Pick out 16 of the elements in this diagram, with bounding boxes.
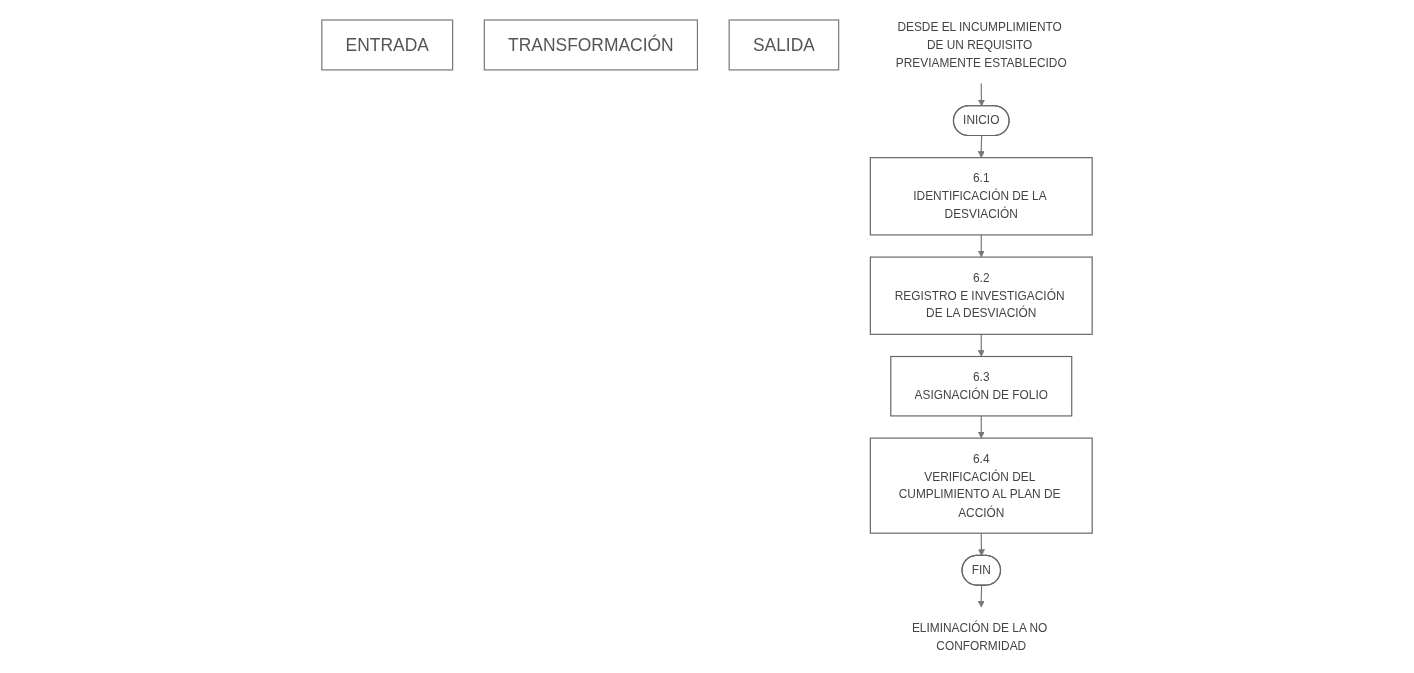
arrow [977, 83, 985, 107]
node-box: 6.1 IDENTIFICACIÓN DE LA DESVIACIÓN [869, 157, 1093, 236]
arrow [977, 584, 985, 608]
node-box: SALIDA [728, 19, 840, 71]
node-box: ENTRADA [321, 19, 454, 71]
arrow [977, 333, 985, 357]
arrow [977, 415, 985, 439]
arrow [977, 234, 985, 258]
arrow [977, 532, 985, 557]
node-text: ELIMINACIÓN DE LA NO CONFORMIDAD [911, 620, 1048, 653]
node-box: TRANSFORMACIÓN [483, 19, 699, 71]
node-box: 6.4 VERIFICACIÓN DEL CUMPLIMIENTO AL PLAN DE ACCIÓN [869, 437, 1093, 534]
node-box: 6.3 ASIGNACIÓN DE FOLIO [890, 355, 1073, 417]
node-box: 6.2 REGISTRO E INVESTIGACIÓN DE LA DESVIACIÓN [869, 256, 1093, 335]
node-text: DESDE EL INCUMPLIMIENTO DE UN REQUISITO PREVIAMENTE ESTABLECIDO [895, 19, 1067, 69]
arrow [977, 135, 985, 158]
